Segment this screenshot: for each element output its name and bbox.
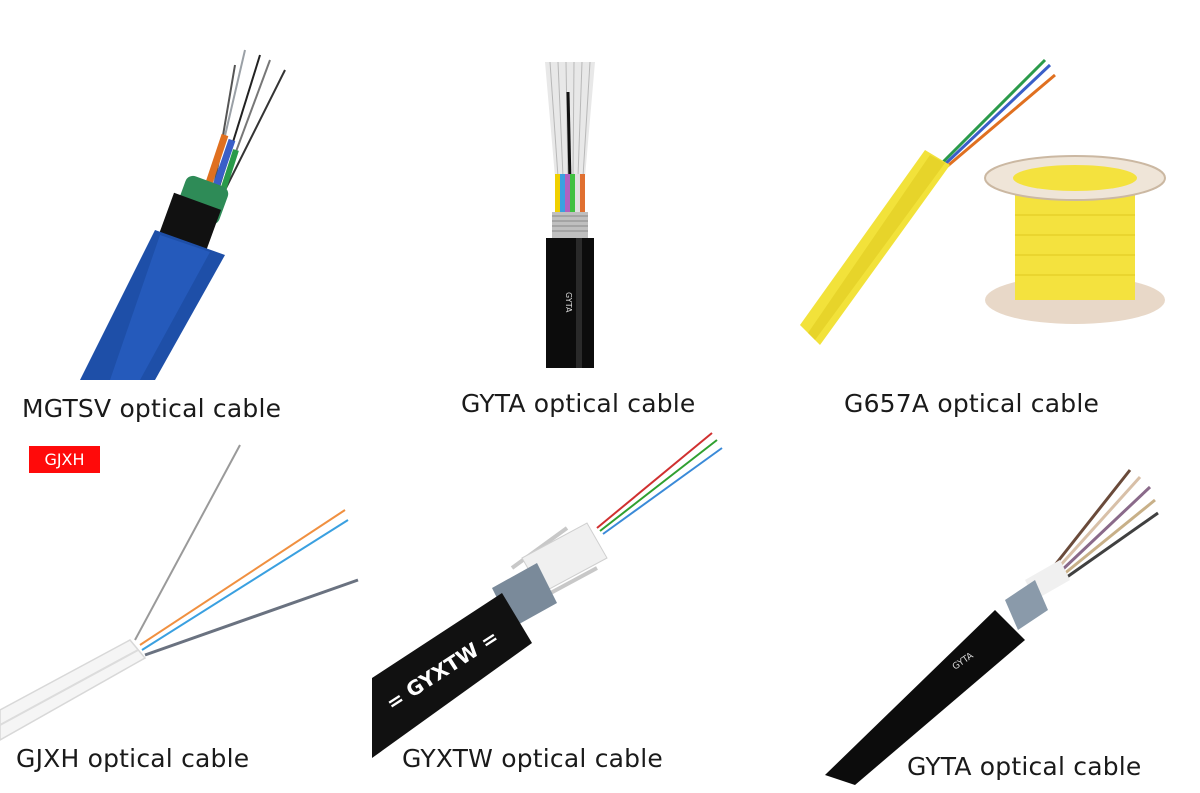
caption-gyta-top: GYTA optical cable [461, 389, 696, 418]
gyta-diagonal-cable-image: GYTA [825, 469, 1159, 785]
caption-gyta-bottom: GYTA optical cable [907, 752, 1142, 781]
gjxh-cable-image [0, 444, 359, 741]
caption-gjxh: GJXH optical cable [16, 744, 250, 773]
caption-mgtsv: MGTSV optical cable [22, 394, 282, 423]
caption-gyxtw: GYXTW optical cable [402, 744, 663, 773]
g657a-cable-image [800, 58, 1166, 345]
gyta-vertical-cable-image: GYTA [545, 61, 595, 368]
caption-g657a: G657A optical cable [844, 389, 1100, 418]
gyxtw-cable-image: = GYXTW = [372, 432, 723, 758]
gjxh-badge: GJXH [29, 446, 100, 473]
gyta-vertical-print: GYTA [564, 292, 573, 313]
mgtsv-cable-image [80, 49, 286, 380]
